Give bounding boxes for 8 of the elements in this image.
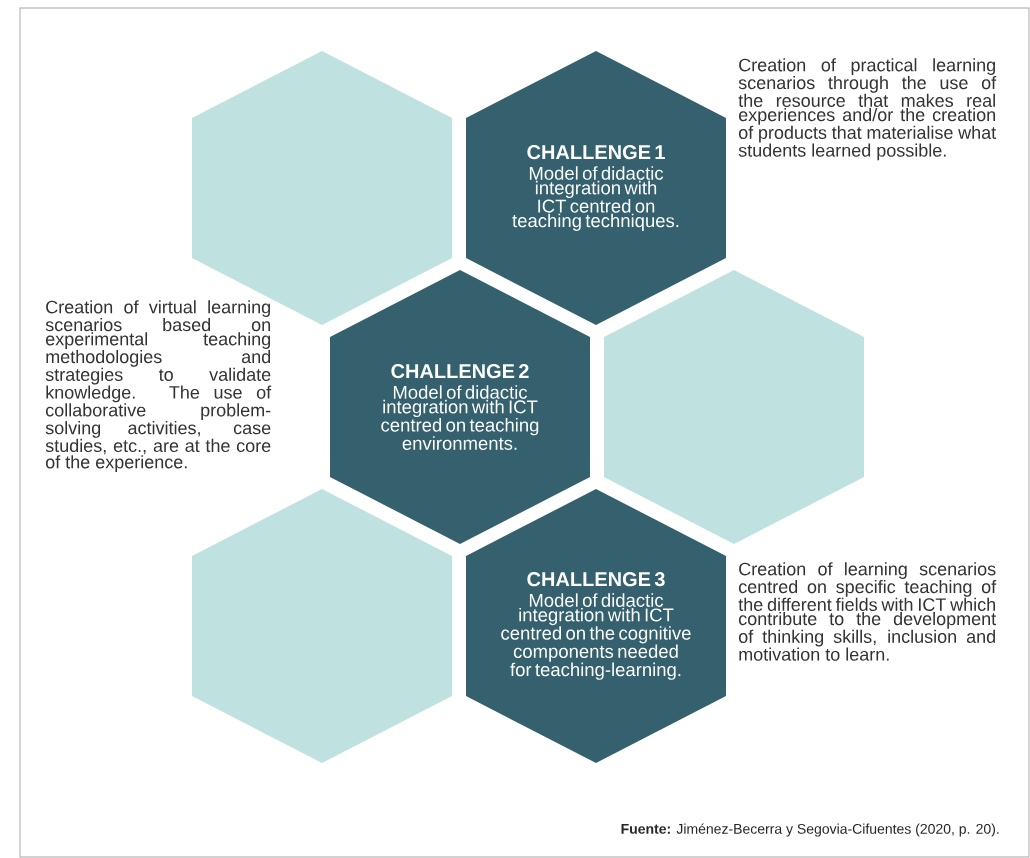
hexagon: CHALLENGE 2 Model of didactic integration with ICT centred on teaching environments. — [330, 270, 590, 544]
source-note: Fuente: Jiménez-Becerra y Segovia-Cifuentes (2020, p. 20). — [621, 823, 999, 837]
hexagon: CHALLENGE 3 Model of didactic integration with ICT centred on the cognitive components needed for teaching-learning. — [466, 489, 726, 763]
hexagon — [192, 489, 452, 763]
description-text: Creation of virtual learning scenarios based on experimental teaching methodologies and strategies to validate knowledge. The use of collaborative problem-solving activities, case studies, etc., are at the core of the experience. — [45, 300, 272, 472]
hexagon: CHALLENGE 1 Model of didactic integration with ICT centred on teaching techniques. — [466, 51, 726, 325]
description-text: Creation of learning scenarios centred on specific teaching of the different fields with ICT which contribute to the development of thinking skills, inclusion and motivation to learn. — [738, 562, 997, 661]
hexagon — [604, 270, 864, 544]
